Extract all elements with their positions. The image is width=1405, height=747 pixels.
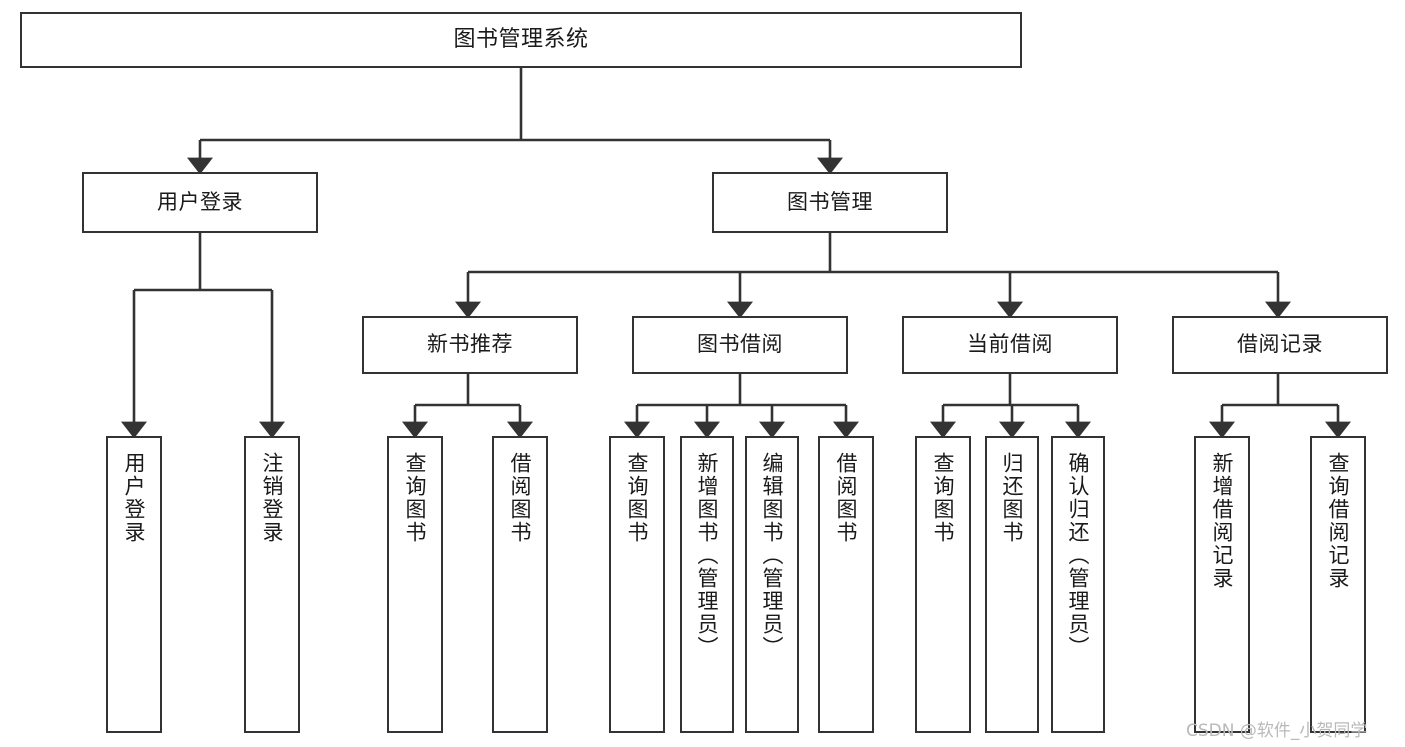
- node-label: 新增借阅记录: [1210, 452, 1235, 590]
- node-new-book-recommend[interactable]: 新书推荐: [362, 316, 578, 374]
- node-label: 注销登录: [260, 452, 285, 544]
- node-leaf-logout-login[interactable]: 注销登录: [244, 436, 300, 733]
- node-leaf-confirm-return-admin[interactable]: 确认归还（管理员）: [1051, 436, 1105, 733]
- node-leaf-add-borrow-record[interactable]: 新增借阅记录: [1194, 436, 1250, 733]
- node-label: 确认归还（管理员）: [1066, 452, 1091, 659]
- node-leaf-borrow-book-recommend[interactable]: 借阅图书: [492, 436, 548, 733]
- node-label: 借阅记录: [1237, 332, 1323, 357]
- node-leaf-user-login[interactable]: 用户登录: [106, 436, 162, 733]
- node-current-borrow[interactable]: 当前借阅: [902, 316, 1118, 374]
- node-label: 图书管理: [787, 189, 873, 214]
- node-borrow-record[interactable]: 借阅记录: [1172, 316, 1388, 374]
- node-leaf-borrow-book[interactable]: 借阅图书: [818, 436, 874, 733]
- node-label: 归还图书: [1000, 452, 1025, 544]
- node-label: 图书管理系统: [453, 26, 589, 52]
- node-leaf-return-book[interactable]: 归还图书: [985, 436, 1039, 733]
- node-label: 当前借阅: [967, 332, 1053, 357]
- node-label: 查询图书: [931, 452, 956, 544]
- node-label: 查询图书: [625, 452, 650, 544]
- node-label: 新增图书（管理员）: [695, 452, 720, 659]
- node-leaf-edit-book-admin[interactable]: 编辑图书（管理员）: [745, 436, 799, 733]
- csdn-watermark: CSDN @软件_小贺同学: [1186, 721, 1368, 741]
- node-label: 图书借阅: [697, 332, 783, 357]
- node-label: 编辑图书（管理员）: [760, 452, 785, 659]
- node-book-borrow[interactable]: 图书借阅: [632, 316, 848, 374]
- node-label: 借阅图书: [508, 452, 533, 544]
- node-label: 用户登录: [122, 452, 147, 544]
- node-root-book-management-system[interactable]: 图书管理系统: [20, 12, 1022, 68]
- node-leaf-query-book-borrow[interactable]: 查询图书: [609, 436, 665, 733]
- node-user-login[interactable]: 用户登录: [82, 172, 318, 233]
- node-leaf-query-book-current[interactable]: 查询图书: [915, 436, 971, 733]
- node-leaf-query-borrow-record[interactable]: 查询借阅记录: [1310, 436, 1366, 733]
- node-leaf-query-book-recommend[interactable]: 查询图书: [387, 436, 443, 733]
- node-book-management[interactable]: 图书管理: [712, 172, 948, 233]
- node-label: 查询借阅记录: [1326, 452, 1351, 590]
- node-label: 查询图书: [403, 452, 428, 544]
- node-label: 新书推荐: [427, 332, 513, 357]
- node-label: 用户登录: [157, 189, 243, 214]
- node-label: 借阅图书: [834, 452, 859, 544]
- node-leaf-add-book-admin[interactable]: 新增图书（管理员）: [680, 436, 734, 733]
